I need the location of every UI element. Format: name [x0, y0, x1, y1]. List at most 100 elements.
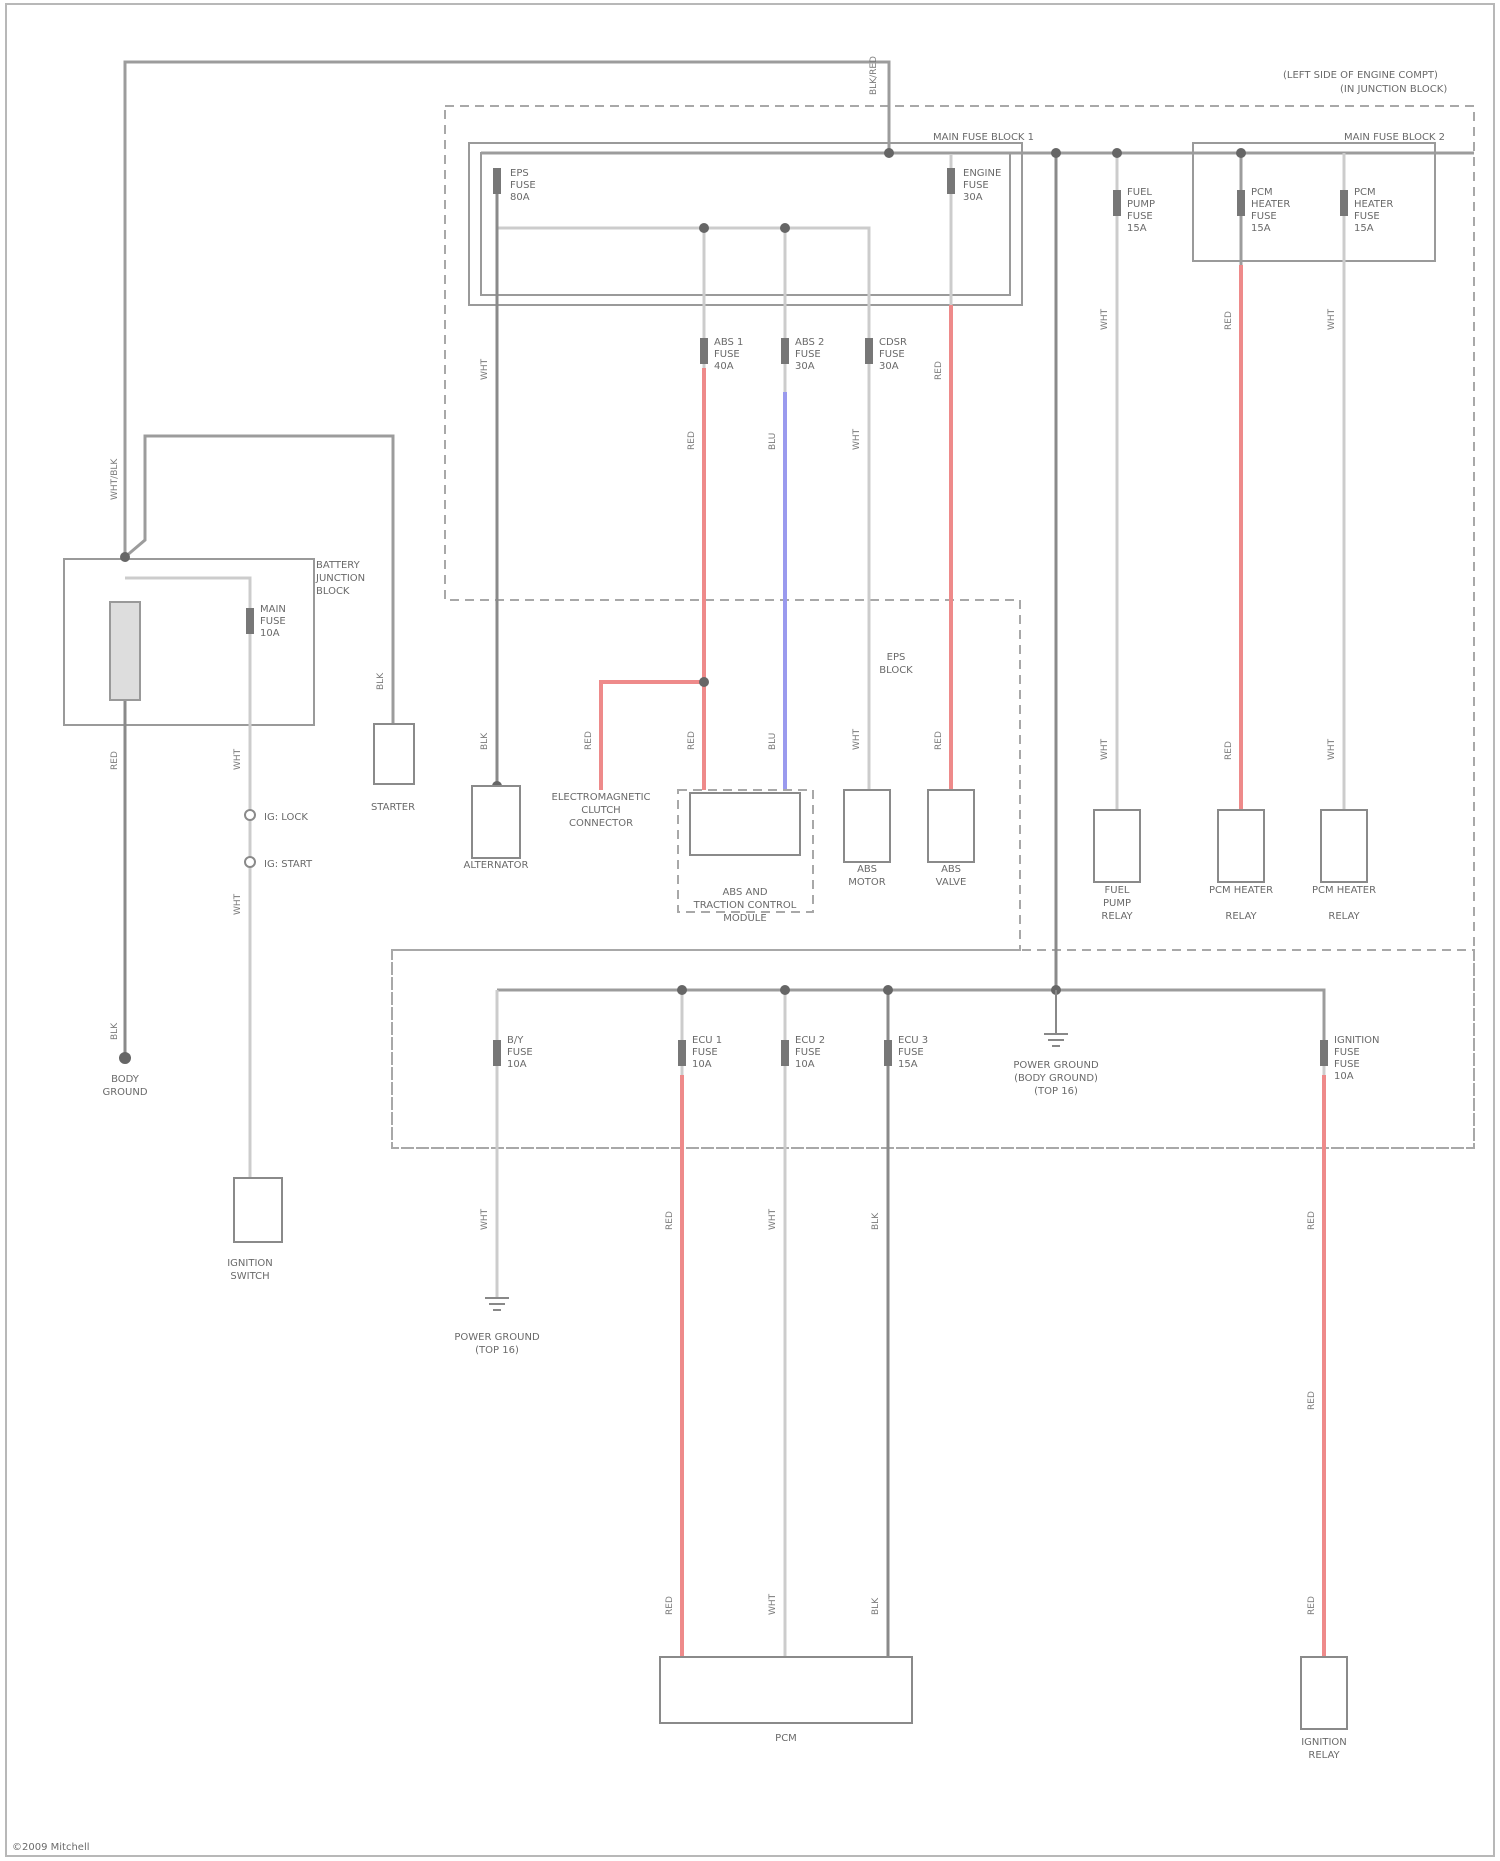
fuse-bot-1: B/Y FUSE 10A [507, 1035, 533, 1070]
wire-code-fuel-up: WHT [1100, 308, 1110, 330]
svg-text:ECU 1: ECU 1 [692, 1035, 722, 1046]
svg-text:RELAY: RELAY [1308, 1750, 1340, 1761]
wire-code-abs-a: RED [687, 731, 697, 750]
battery-junction-label-1: BATTERY [316, 560, 361, 571]
svg-text:VALVE: VALVE [936, 877, 967, 888]
wire-code-abs-b-up: BLU [768, 433, 778, 450]
svg-text:FUSE: FUSE [1127, 211, 1153, 222]
svg-text:HEATER: HEATER [1251, 199, 1290, 210]
wire-code-sw2: WHT [233, 893, 243, 915]
battery-junction-label-2: JUNCTION [315, 573, 365, 584]
ground-bottom-symbol [485, 1298, 509, 1310]
svg-text:ECU 3: ECU 3 [898, 1035, 928, 1046]
wire-code-b1: WHT [480, 1208, 490, 1230]
fuel-pump-relay-label: FUEL PUMP RELAY [1101, 885, 1133, 922]
abs-motor-box [844, 790, 890, 862]
pcm-box [660, 1657, 912, 1723]
svg-text:(TOP 16): (TOP 16) [475, 1345, 519, 1356]
alternator-label: ALTERNATOR [464, 860, 529, 871]
svg-text:EPS: EPS [887, 652, 906, 663]
svg-text:PCM: PCM [1354, 187, 1376, 198]
svg-text:ENGINE: ENGINE [963, 168, 1001, 179]
wire-code-fuel: WHT [1100, 738, 1110, 760]
wire-code-abs-c-up: WHT [852, 428, 862, 450]
svg-text:80A: 80A [510, 192, 530, 203]
ig-start-switch: IG: START [245, 857, 313, 870]
svg-text:RELAY: RELAY [1225, 911, 1257, 922]
wire-code-b4b: BLK [871, 1597, 881, 1615]
svg-text:PUMP: PUMP [1127, 199, 1155, 210]
svg-text:BLOCK: BLOCK [879, 665, 913, 676]
svg-text:ABS 1: ABS 1 [714, 337, 743, 348]
svg-text:15A: 15A [898, 1059, 918, 1070]
svg-text:FUSE: FUSE [1334, 1047, 1360, 1058]
wire-code-pcm-r: WHT [1327, 738, 1337, 760]
main-fuse-block-1-inner [481, 153, 1010, 295]
wire-code-b3b: WHT [768, 1593, 778, 1615]
svg-text:RELAY: RELAY [1328, 911, 1360, 922]
svg-text:10A: 10A [260, 628, 280, 639]
electromagnetic-clutch-connector: ELECTROMAGNETIC CLUTCH CONNECTOR [552, 792, 651, 829]
wire-code-abs-d-up: RED [934, 361, 944, 380]
wire-code-b3: WHT [768, 1208, 778, 1230]
svg-text:MODULE: MODULE [723, 913, 766, 924]
bottom-junction-block [392, 950, 1474, 1148]
wire-code-b2b: RED [665, 1596, 675, 1615]
svg-text:10A: 10A [795, 1059, 815, 1070]
svg-text:B/Y: B/Y [507, 1035, 524, 1046]
svg-text:15A: 15A [1354, 223, 1374, 234]
svg-text:EPS: EPS [510, 168, 529, 179]
header-note-1: (LEFT SIDE OF ENGINE COMPT) [1283, 70, 1438, 81]
svg-text:FUSE: FUSE [692, 1047, 718, 1058]
wire-code-b2: RED [665, 1211, 675, 1230]
svg-text:FUSE: FUSE [879, 349, 905, 360]
svg-text:ECU 2: ECU 2 [795, 1035, 825, 1046]
svg-text:FUSE: FUSE [714, 349, 740, 360]
wire-code-b5: RED [1307, 1211, 1317, 1230]
svg-text:MAIN: MAIN [260, 604, 286, 615]
fuse-fuel: FUEL PUMP FUSE 15A [1127, 187, 1155, 234]
pcm-heater-relay-r-label: PCM HEATER RELAY [1312, 885, 1376, 922]
svg-text:PUMP: PUMP [1103, 898, 1131, 909]
svg-text:CLUTCH: CLUTCH [581, 805, 620, 816]
wire-code-abs-c: WHT [852, 728, 862, 750]
svg-text:SWITCH: SWITCH [230, 1271, 269, 1282]
svg-text:POWER GROUND: POWER GROUND [454, 1332, 540, 1343]
fuse-bot-4: ECU 3 FUSE 15A [898, 1035, 928, 1070]
ig-lock-switch: IG: LOCK [245, 810, 308, 823]
abs-valve-box [928, 790, 974, 862]
svg-text:ABS 2: ABS 2 [795, 337, 824, 348]
ground-mid-symbol [1044, 990, 1068, 1046]
svg-text:IG: LOCK: IG: LOCK [264, 812, 308, 823]
svg-text:FUSE: FUSE [1251, 211, 1277, 222]
svg-text:ABS: ABS [941, 864, 961, 875]
svg-text:FUSE: FUSE [510, 180, 536, 191]
wire-code-pcm-l: RED [1224, 741, 1234, 760]
svg-text:GROUND: GROUND [102, 1087, 147, 1098]
wire-code-alt-up: WHT [480, 358, 490, 380]
abs-valve-label: ABS VALVE [936, 864, 967, 888]
wire-code-starter: BLK [376, 672, 386, 690]
svg-text:30A: 30A [879, 361, 899, 372]
svg-text:CDSR: CDSR [879, 337, 907, 348]
wire-code-left-main: RED [110, 751, 120, 770]
ignition-relay-box [1301, 1657, 1347, 1729]
fuel-pump-relay-box [1094, 810, 1140, 882]
wire-code-abs-a-up: RED [687, 431, 697, 450]
wire-code-batt-neg: BLK [110, 1022, 120, 1040]
body-ground: BODY GROUND [102, 1074, 147, 1098]
fuse-cdsr: CDSR FUSE 30A [879, 337, 907, 372]
main-fuse-block-2-label: MAIN FUSE BLOCK 2 [1344, 132, 1445, 143]
wire-code-pcm-l-up: RED [1224, 311, 1234, 330]
svg-text:15A: 15A [1127, 223, 1147, 234]
fuse-abs2: ABS 2 FUSE 30A [795, 337, 824, 372]
svg-text:10A: 10A [692, 1059, 712, 1070]
ground-mid-label: POWER GROUND (BODY GROUND) (TOP 16) [1013, 1060, 1099, 1097]
main-fuse-block-2 [1193, 143, 1435, 261]
wire-code-b5c: RED [1307, 1596, 1317, 1615]
abs-motor-label: ABS MOTOR [848, 864, 885, 888]
alternator-box [472, 786, 520, 858]
pcm-label: PCM [775, 1733, 797, 1744]
pcm-heater-relay-l-box [1218, 810, 1264, 882]
